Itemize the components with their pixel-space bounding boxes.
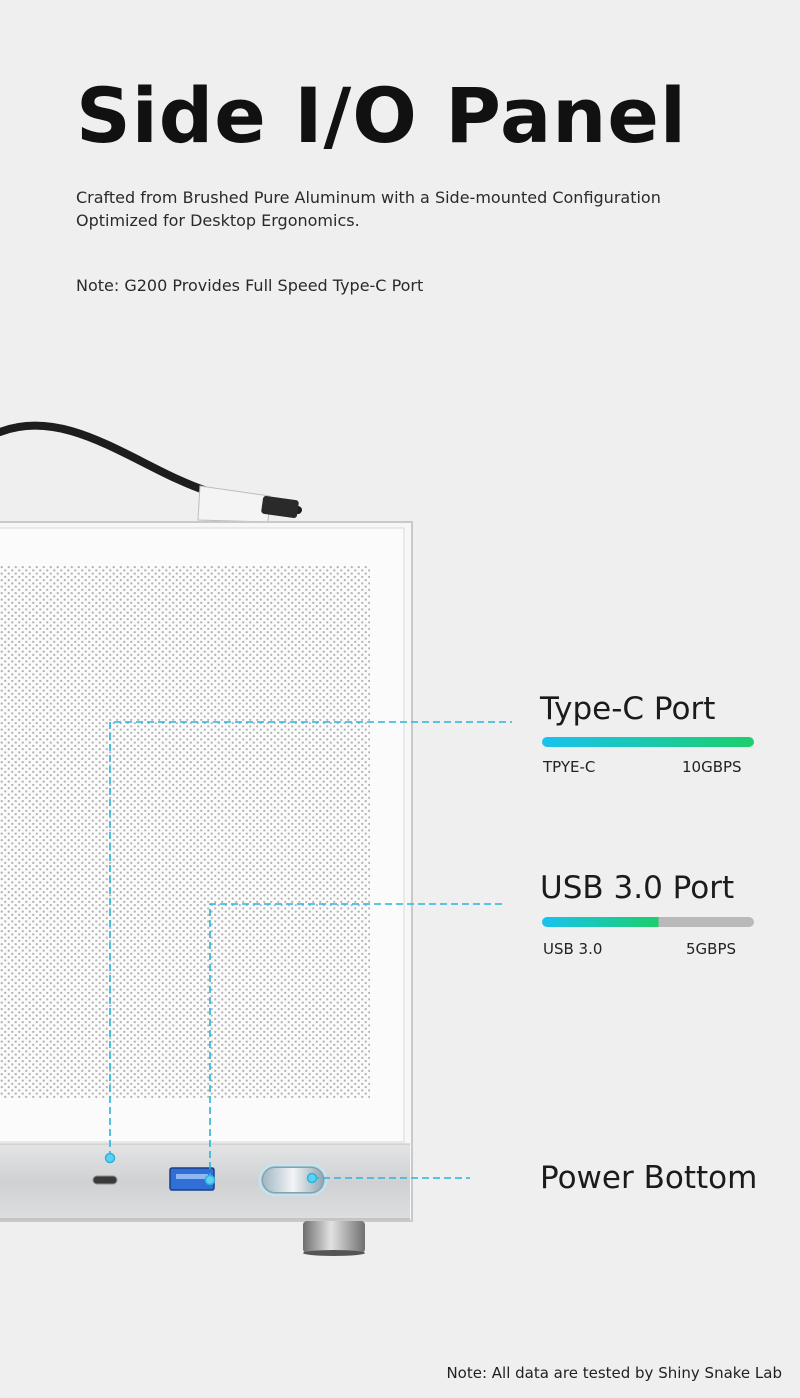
usb-speed: 5GBPS <box>686 940 737 958</box>
port-note: Note: G200 Provides Full Speed Type-C Po… <box>76 276 424 295</box>
page-subtitle: Crafted from Brushed Pure Aluminum with … <box>76 188 661 230</box>
power-button-title: Power Bottom <box>540 1160 758 1196</box>
usb-port-title: USB 3.0 Port <box>540 870 735 906</box>
type-c-label: TPYE-C <box>543 758 596 776</box>
usb-label: USB 3.0 <box>543 940 603 958</box>
type-c-port-title: Type-C Port <box>540 691 716 727</box>
type-c-speed-bar <box>542 737 754 747</box>
lab-note: Note: All data are tested by Shiny Snake… <box>446 1364 782 1382</box>
type-c-speed: 10GBPS <box>682 758 742 776</box>
page-title: Side I/O Panel <box>76 71 687 160</box>
usb-speed-bar <box>542 917 754 927</box>
